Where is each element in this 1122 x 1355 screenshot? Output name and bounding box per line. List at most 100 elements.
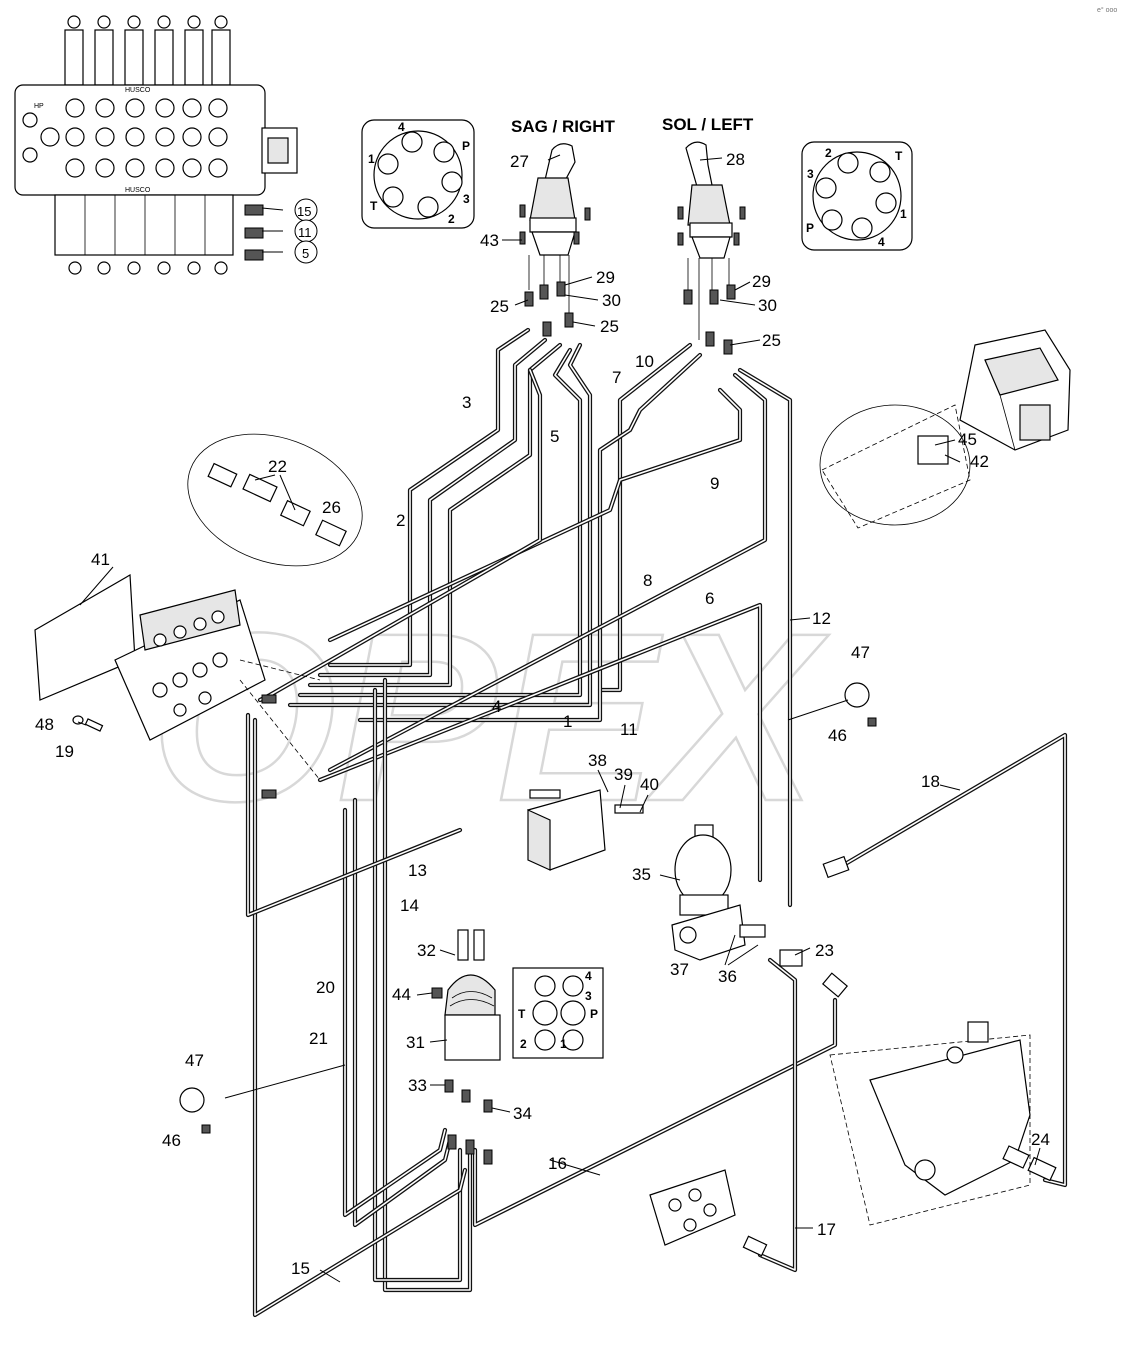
callout-15b: 15	[291, 1259, 310, 1278]
port-label-t: T	[370, 199, 378, 213]
callout-38: 38	[588, 751, 607, 770]
port-label-3: 3	[807, 167, 814, 181]
title-right: SAG / RIGHT	[511, 117, 616, 136]
elbow-fitting	[821, 972, 849, 998]
hose-clamp-left	[179, 1087, 211, 1134]
cab-illustration	[819, 329, 1071, 529]
title-left: SOL / LEFT	[662, 115, 754, 134]
callout-15: 15	[297, 204, 311, 219]
callout-17: 17	[817, 1220, 836, 1239]
callout-18: 18	[921, 772, 940, 791]
callout-25b: 25	[600, 317, 619, 336]
callout-42: 42	[970, 452, 989, 471]
callout-10: 10	[635, 352, 654, 371]
port-label-1: 1	[560, 1037, 567, 1051]
callout-5: 5	[302, 246, 309, 261]
corner-mark: e° ooo	[1097, 6, 1117, 14]
port-label-p: P	[462, 139, 470, 153]
valve-brand-bottom: HUSCO	[125, 187, 151, 194]
callout-37: 37	[670, 960, 689, 979]
callout-24: 24	[1031, 1130, 1050, 1149]
callout-circles	[294, 198, 318, 264]
right-joystick	[519, 143, 591, 256]
callout-25a: 25	[490, 297, 509, 316]
port-label-2: 2	[448, 212, 455, 226]
port-label-2: 2	[825, 146, 832, 160]
washer-and-bolt	[72, 715, 104, 732]
callout-33: 33	[408, 1076, 427, 1095]
pilot-control-joystick	[431, 929, 501, 1165]
port-label-4: 4	[398, 120, 405, 134]
callout-11: 11	[298, 225, 312, 240]
callout-43: 43	[480, 231, 499, 250]
gasket-plate	[34, 573, 136, 701]
callout-14: 14	[400, 896, 419, 915]
port-label-p: P	[590, 1007, 598, 1021]
callout-41: 41	[91, 550, 110, 569]
port-label-4: 4	[585, 969, 592, 983]
callout-13: 13	[408, 861, 427, 880]
port-label-t: T	[895, 149, 903, 163]
valve-port-hp: HP	[34, 103, 44, 110]
accumulator	[671, 824, 803, 967]
callout-46a: 46	[828, 726, 847, 745]
callout-27: 27	[510, 152, 529, 171]
fitting-18	[822, 855, 850, 879]
left-joystick	[677, 141, 746, 259]
callout-30a: 30	[602, 291, 621, 310]
callout-44: 44	[392, 985, 411, 1004]
callout-8: 8	[643, 571, 652, 590]
valve-port-row-3	[65, 158, 228, 178]
callout-32: 32	[417, 941, 436, 960]
port-label-3: 3	[463, 192, 470, 206]
callout-12: 12	[812, 609, 831, 628]
callout-1: 1	[563, 712, 572, 731]
left-joystick-port-diagram: 2 T 3 1 P 4	[801, 141, 913, 251]
right-joystick-port-diagram: 4 1 T 2 3 P	[361, 119, 475, 229]
valve-port-row-2	[40, 127, 228, 147]
callout-22: 22	[268, 457, 287, 476]
callout-19: 19	[55, 742, 74, 761]
callout-30b: 30	[758, 296, 777, 315]
leader-lines	[77, 154, 1041, 1283]
callout-46b: 46	[162, 1131, 181, 1150]
brake-valve	[649, 1169, 768, 1257]
main-control-valve-top-view: HUSCO HUSCO HP	[14, 15, 298, 275]
callout-29a: 29	[596, 268, 615, 287]
mounting-bracket	[527, 789, 644, 871]
hydraulic-tank	[829, 1021, 1057, 1226]
callout-4: 4	[492, 697, 501, 716]
callout-45: 45	[958, 430, 977, 449]
hose-20	[352, 797, 453, 1228]
callout-3: 3	[462, 393, 471, 412]
callout-48: 48	[35, 715, 54, 734]
valve-brand-top: HUSCO	[125, 87, 151, 94]
callout-47a: 47	[851, 643, 870, 662]
port-label-2: 2	[520, 1037, 527, 1051]
callout-40: 40	[640, 775, 659, 794]
callout-25c: 25	[762, 331, 781, 350]
callout-16: 16	[548, 1154, 567, 1173]
valve-port-row-1	[65, 98, 228, 118]
callout-5b: 5	[550, 427, 559, 446]
callout-labels: 27 28 43 29 30 25 25 29 30 25 3 10 7 5 2…	[35, 150, 1050, 1278]
hose-clamp-right	[844, 682, 877, 727]
port-label-p: P	[806, 221, 814, 235]
callout-35: 35	[632, 865, 651, 884]
joystick-fittings	[524, 255, 736, 355]
callout-6: 6	[705, 589, 714, 608]
callout-7: 7	[612, 368, 621, 387]
port-label-t: T	[518, 1007, 526, 1021]
callout-20: 20	[316, 978, 335, 997]
hose-17	[757, 957, 798, 1273]
port-label-1: 1	[900, 207, 907, 221]
callout-2: 2	[396, 511, 405, 530]
callout-26: 26	[322, 498, 341, 517]
callout-31: 31	[406, 1033, 425, 1052]
fittings-detail	[187, 433, 363, 567]
callout-34: 34	[513, 1104, 532, 1123]
port-label-4: 4	[878, 235, 885, 249]
callout-23: 23	[815, 941, 834, 960]
watermark: OPEX	[150, 583, 830, 851]
